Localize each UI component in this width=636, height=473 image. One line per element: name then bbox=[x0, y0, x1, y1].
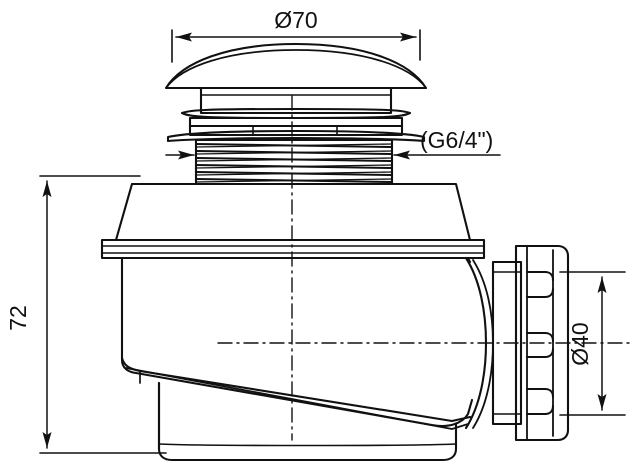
cap-dome bbox=[164, 42, 428, 90]
body-flange-ring bbox=[100, 238, 486, 260]
internal-baffle bbox=[120, 356, 472, 430]
wide-flange-plate bbox=[166, 129, 426, 143]
dimension-label-thread-callout: (G6/4") bbox=[420, 127, 493, 153]
outlet-nut bbox=[514, 244, 570, 442]
dimension-label-height-72: 72 bbox=[5, 305, 31, 331]
dimension-diameter-70 bbox=[171, 29, 421, 63]
dimension-label-diameter-70: Ø70 bbox=[274, 7, 317, 33]
cap-stem bbox=[199, 86, 393, 115]
main-body bbox=[120, 256, 474, 428]
centerlines bbox=[217, 95, 631, 441]
upper-body-taper bbox=[114, 182, 472, 242]
dimension-label-diameter-40: Ø40 bbox=[567, 322, 593, 365]
flange-washer bbox=[180, 107, 412, 137]
threaded-section bbox=[194, 138, 394, 186]
dimension-height-72 bbox=[39, 175, 167, 454]
